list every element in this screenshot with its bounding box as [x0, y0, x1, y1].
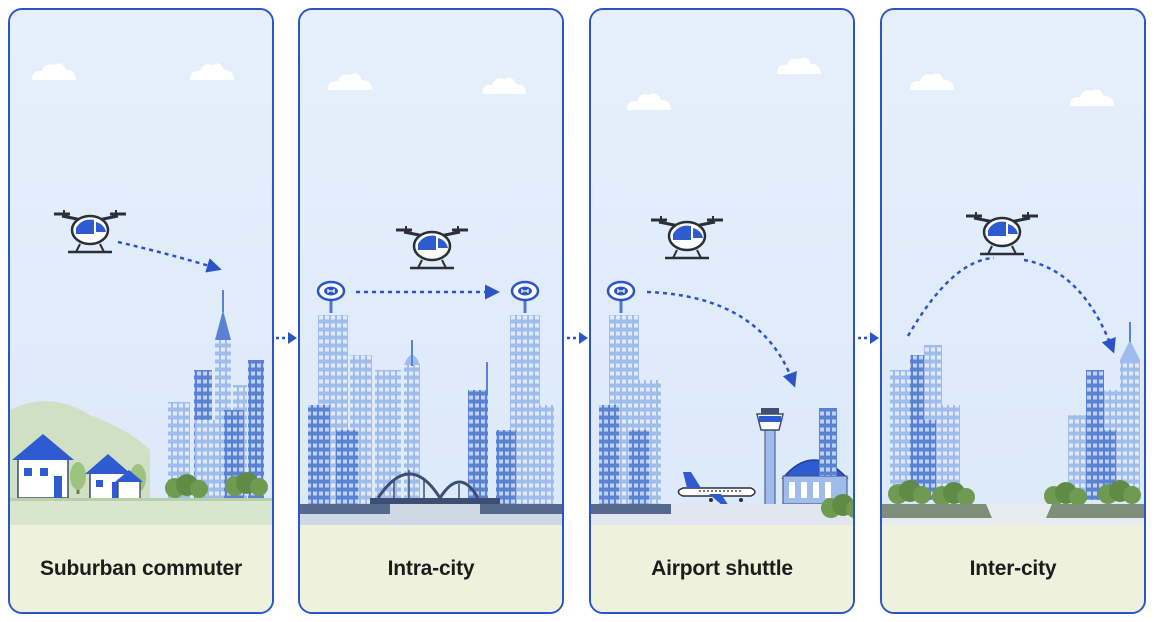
route-arrow: [117, 240, 222, 273]
panel-intra-city: Intra-city: [298, 8, 564, 614]
building: [496, 430, 516, 505]
building: [890, 370, 910, 500]
dashed-arrow-icon: [276, 332, 297, 344]
panel-inter-city: Inter-city: [880, 8, 1146, 614]
panel-label: Suburban commuter: [10, 525, 272, 612]
building: [819, 408, 837, 476]
building: [248, 360, 264, 500]
dashed-arrow-icon: [858, 332, 879, 344]
bridge-icon: [370, 470, 500, 504]
route-arrow: [1023, 258, 1116, 354]
route-arrow: [646, 290, 797, 388]
dashed-arrow-icon: [567, 332, 588, 344]
panel-label: Inter-city: [882, 525, 1144, 612]
suburban-scene: [10, 10, 272, 525]
building: [404, 365, 420, 505]
route-arrow: [906, 256, 995, 337]
panel-airport-shuttle: Airport shuttle: [589, 8, 855, 614]
house-icon: [12, 434, 74, 499]
building: [629, 430, 649, 505]
building: [336, 430, 358, 505]
intra-city-scene: [300, 10, 562, 525]
building: [375, 370, 401, 505]
panel-suburban-commuter: Suburban commuter: [8, 8, 274, 614]
building: [468, 390, 488, 505]
building: [918, 420, 936, 500]
building: [1096, 430, 1116, 500]
building: [1120, 360, 1140, 500]
building: [308, 405, 330, 505]
building: [599, 405, 619, 505]
building: [195, 420, 215, 500]
building: [942, 405, 960, 500]
panel-label: Airport shuttle: [591, 525, 853, 612]
inter-city-scene: [882, 10, 1144, 525]
panel-label: Intra-city: [300, 525, 562, 612]
airport-scene: [591, 10, 853, 525]
building: [526, 405, 554, 505]
building: [1068, 415, 1086, 500]
airplane-icon: [677, 472, 756, 506]
